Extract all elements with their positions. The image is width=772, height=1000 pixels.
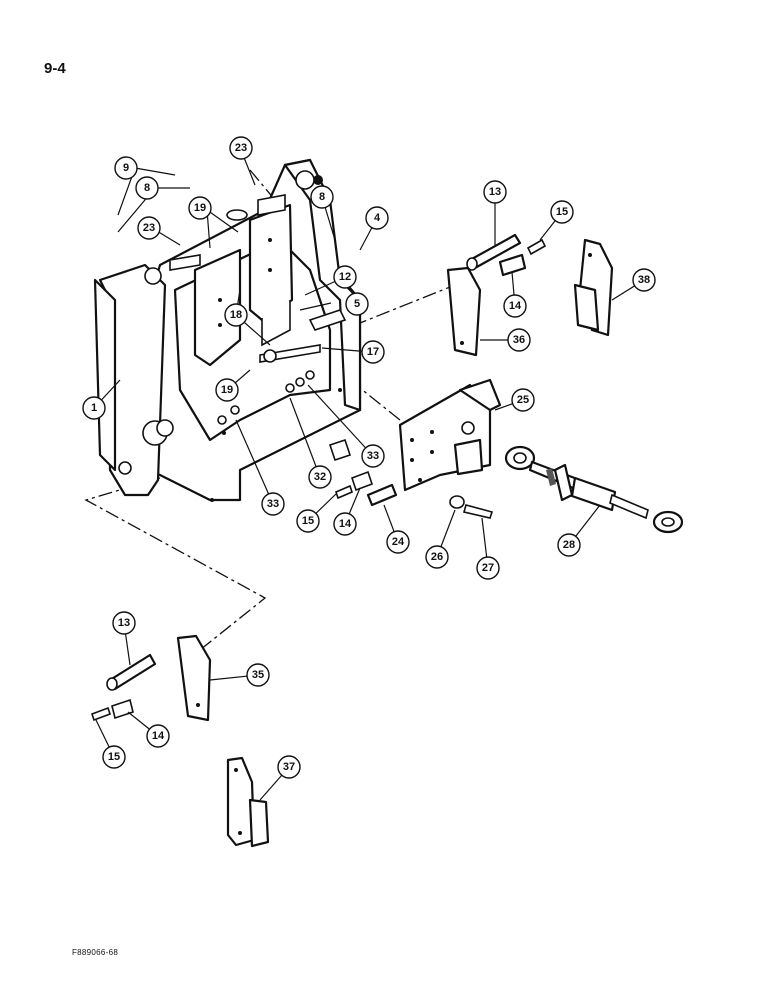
callout-label: 1 xyxy=(91,402,97,414)
callout-8-left: 8 xyxy=(135,176,159,200)
callout-23-upper: 23 xyxy=(229,136,253,160)
callout-19-upper: 19 xyxy=(188,196,212,220)
callout-25: 25 xyxy=(511,388,535,412)
callout-label: 12 xyxy=(339,271,351,283)
bracket-37 xyxy=(226,756,270,848)
callout-label: 19 xyxy=(221,384,233,396)
callout-label: 13 xyxy=(118,617,130,629)
callout-label: 14 xyxy=(152,730,165,742)
bracket-36 xyxy=(446,266,482,357)
callout-label: 17 xyxy=(367,346,379,358)
callout-label: 9 xyxy=(123,162,129,174)
callout-label: 36 xyxy=(513,334,525,346)
top-link xyxy=(504,445,684,534)
callout-label: 15 xyxy=(556,206,568,218)
callout-label: 27 xyxy=(482,562,494,574)
callout-26: 26 xyxy=(425,545,449,569)
callout-8-right: 8 xyxy=(310,185,334,209)
callout-1: 1 xyxy=(82,396,106,420)
washer-26 xyxy=(449,495,465,509)
callout-13-lower: 13 xyxy=(112,611,136,635)
callout-label: 26 xyxy=(431,551,443,563)
callout-label: 23 xyxy=(143,222,155,234)
callout-9: 9 xyxy=(114,156,138,180)
callout-label: 25 xyxy=(517,394,529,406)
callout-27: 27 xyxy=(476,556,500,580)
callout-37: 37 xyxy=(277,755,301,779)
pin-upper xyxy=(466,233,522,271)
bolt-27 xyxy=(462,504,494,519)
callout-label: 15 xyxy=(302,515,314,527)
callout-24: 24 xyxy=(386,530,410,554)
callout-19-lower: 19 xyxy=(215,378,239,402)
callout-label: 8 xyxy=(319,191,325,203)
callout-5: 5 xyxy=(345,292,369,316)
callout-13-upper: 13 xyxy=(483,180,507,204)
callout-label: 33 xyxy=(267,498,279,510)
bolt-15-low xyxy=(90,706,112,722)
callout-label: 14 xyxy=(339,518,352,530)
drawing-code: F889066-68 xyxy=(72,948,119,957)
callout-label: 4 xyxy=(374,212,381,224)
lock-plate-14-mid xyxy=(350,470,374,492)
callout-label: 35 xyxy=(252,669,264,681)
lock-plate-14-low xyxy=(111,698,134,720)
callout-label: 23 xyxy=(235,142,247,154)
callout-33-left: 33 xyxy=(261,492,285,516)
callout-label: 15 xyxy=(108,751,120,763)
callout-17: 17 xyxy=(361,340,385,364)
callout-14-upper: 14 xyxy=(503,294,527,318)
callout-label: 5 xyxy=(354,298,360,310)
callout-38: 38 xyxy=(632,268,656,292)
callout-15-lower: 15 xyxy=(102,745,126,769)
callout-label: 18 xyxy=(230,309,242,321)
bracket-35 xyxy=(176,634,212,722)
pin-24 xyxy=(366,483,398,507)
lock-plate-upper xyxy=(498,253,527,277)
mounting-plate xyxy=(398,378,502,492)
callout-35: 35 xyxy=(246,663,270,687)
callout-label: 32 xyxy=(314,471,326,483)
callout-label: 8 xyxy=(144,182,150,194)
callout-18: 18 xyxy=(224,303,248,327)
callout-label: 24 xyxy=(392,536,405,548)
callout-15-mid: 15 xyxy=(296,509,320,533)
callout-23-lower: 23 xyxy=(137,216,161,240)
main-frame xyxy=(93,158,362,502)
callout-label: 14 xyxy=(509,300,522,312)
callout-14-lower: 14 xyxy=(146,724,170,748)
callout-14-mid: 14 xyxy=(333,512,357,536)
callout-label: 37 xyxy=(283,761,295,773)
callout-28: 28 xyxy=(557,533,581,557)
bolt-upper xyxy=(526,238,547,256)
callout-33-right: 33 xyxy=(361,444,385,468)
callout-15-upper: 15 xyxy=(550,200,574,224)
callout-4: 4 xyxy=(365,206,389,230)
callout-label: 19 xyxy=(194,202,206,214)
callout-36: 36 xyxy=(507,328,531,352)
callout-12: 12 xyxy=(333,265,357,289)
callout-label: 38 xyxy=(638,274,650,286)
callout-label: 28 xyxy=(563,539,575,551)
page-number: 9-4 xyxy=(44,60,66,77)
callout-label: 13 xyxy=(489,186,501,198)
callout-label: 33 xyxy=(367,450,379,462)
callout-32: 32 xyxy=(308,465,332,489)
bracket-38 xyxy=(573,238,614,337)
bolt-15-mid xyxy=(335,484,353,500)
